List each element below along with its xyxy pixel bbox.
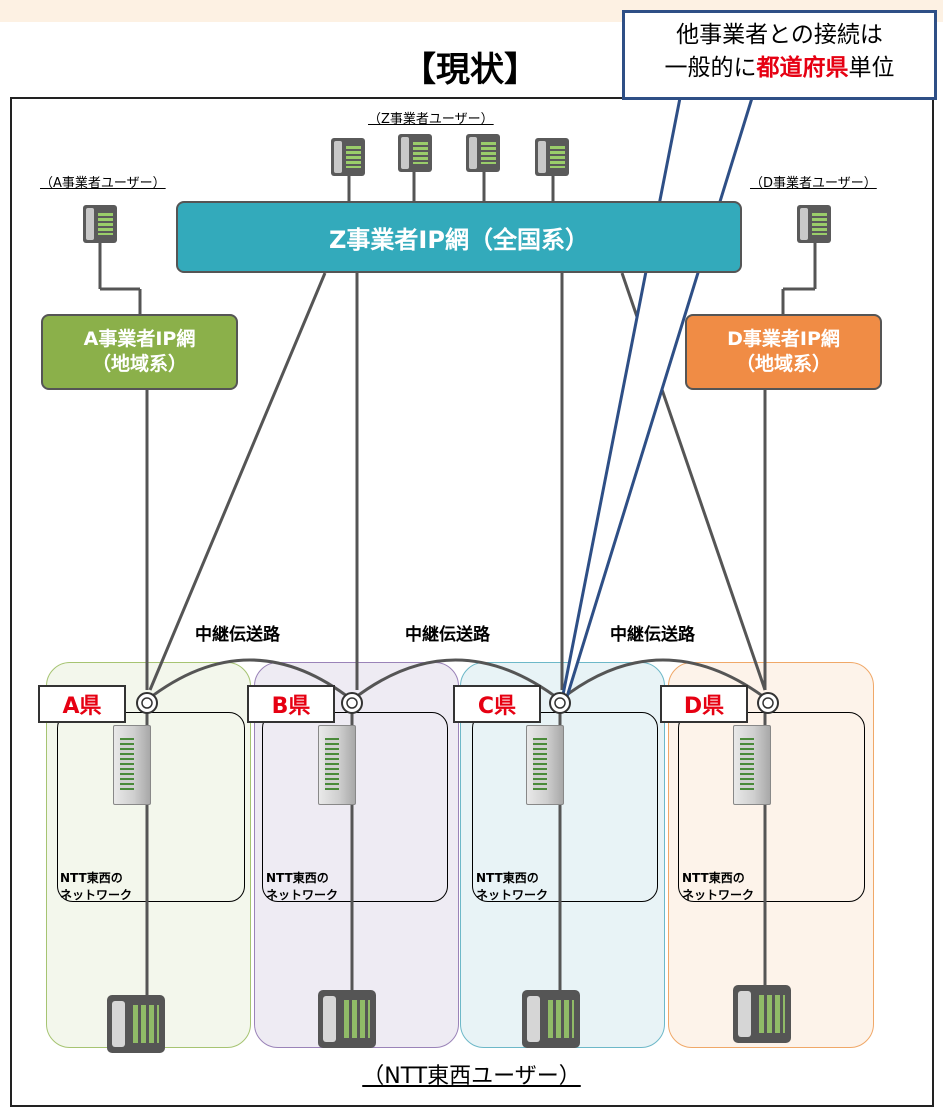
phone-icon [733, 985, 791, 1043]
phone-icon [535, 138, 569, 176]
prefecture-region-b [254, 662, 459, 1048]
prefecture-label-a: A県 [38, 685, 126, 723]
ntt-user-label-text: （NTT東西ユーザー） [362, 1064, 581, 1089]
prefecture-region-d [668, 662, 874, 1048]
prefecture-label-c: C県 [453, 685, 541, 723]
server-icon [318, 725, 356, 805]
ntt-network-label-line1: NTT東西の [682, 871, 745, 885]
d-ip-network-label: D事業者IP網 [727, 328, 840, 351]
prefecture-label-d: D県 [660, 685, 748, 723]
ntt-network-label-line2: ネットワーク [476, 888, 549, 903]
ntt-network-label-line2: ネットワーク [266, 888, 339, 903]
callout-box: 他事業者との接続は 一般的に都道府県単位 [622, 10, 937, 100]
server-icon [733, 725, 771, 805]
d-ip-network-sublabel: （地域系） [735, 353, 831, 375]
a-ip-network: A事業者IP網 （地域系） [41, 314, 238, 390]
callout-line1: 他事業者との接続は [676, 22, 883, 48]
ntt-network-label-line1: NTT東西の [476, 871, 539, 885]
ntt-network-label-d: NTT東西のネットワーク [682, 870, 754, 905]
ntt-network-label-a: NTT東西のネットワーク [60, 870, 132, 905]
callout-emphasis: 都道府県 [756, 55, 849, 82]
d-ip-network: D事業者IP網 （地域系） [685, 314, 882, 390]
phone-icon [466, 134, 500, 172]
server-icon [526, 725, 564, 805]
a-ip-network-sublabel: （地域系） [91, 353, 187, 375]
phone-icon [522, 990, 580, 1048]
prefecture-label-b: B県 [247, 685, 335, 723]
callout-line2-post: 単位 [848, 55, 895, 82]
ntt-network-label-line1: NTT東西の [60, 871, 123, 885]
d-user-label: （D事業者ユーザー） [750, 176, 877, 191]
a-user-label: （A事業者ユーザー） [40, 176, 166, 191]
phone-icon [797, 205, 831, 243]
ntt-network-label-line2: ネットワーク [682, 888, 755, 903]
phone-icon [318, 990, 376, 1048]
switch-node-icon [136, 692, 779, 714]
a-ip-network-label: A事業者IP網 [83, 328, 196, 351]
ntt-network-label-c: NTT東西のネットワーク [476, 870, 548, 905]
z-ip-network-label: Z事業者IP網（全国系） [329, 225, 589, 254]
relay-label-ab: 中継伝送路 [195, 625, 280, 645]
phone-icon [398, 134, 432, 172]
ntt-network-label-line1: NTT東西の [266, 871, 329, 885]
phone-icon [331, 138, 365, 176]
ntt-user-label: （NTT東西ユーザー） [0, 1058, 943, 1090]
relay-label-cd: 中継伝送路 [610, 625, 695, 645]
phone-icon [107, 995, 165, 1053]
callout-line2-pre: 一般的に [664, 55, 757, 82]
callout-line2: 一般的に都道府県単位 [625, 52, 934, 85]
z-user-label: （Z事業者ユーザー） [368, 112, 494, 127]
phone-icon [83, 205, 117, 243]
ntt-network-label-line2: ネットワーク [60, 888, 133, 903]
diagram-title: 【現状】 [402, 50, 538, 90]
z-ip-network: Z事業者IP網（全国系） [176, 201, 742, 273]
server-icon [113, 725, 151, 805]
ntt-network-label-b: NTT東西のネットワーク [266, 870, 338, 905]
relay-label-bc: 中継伝送路 [405, 625, 490, 645]
